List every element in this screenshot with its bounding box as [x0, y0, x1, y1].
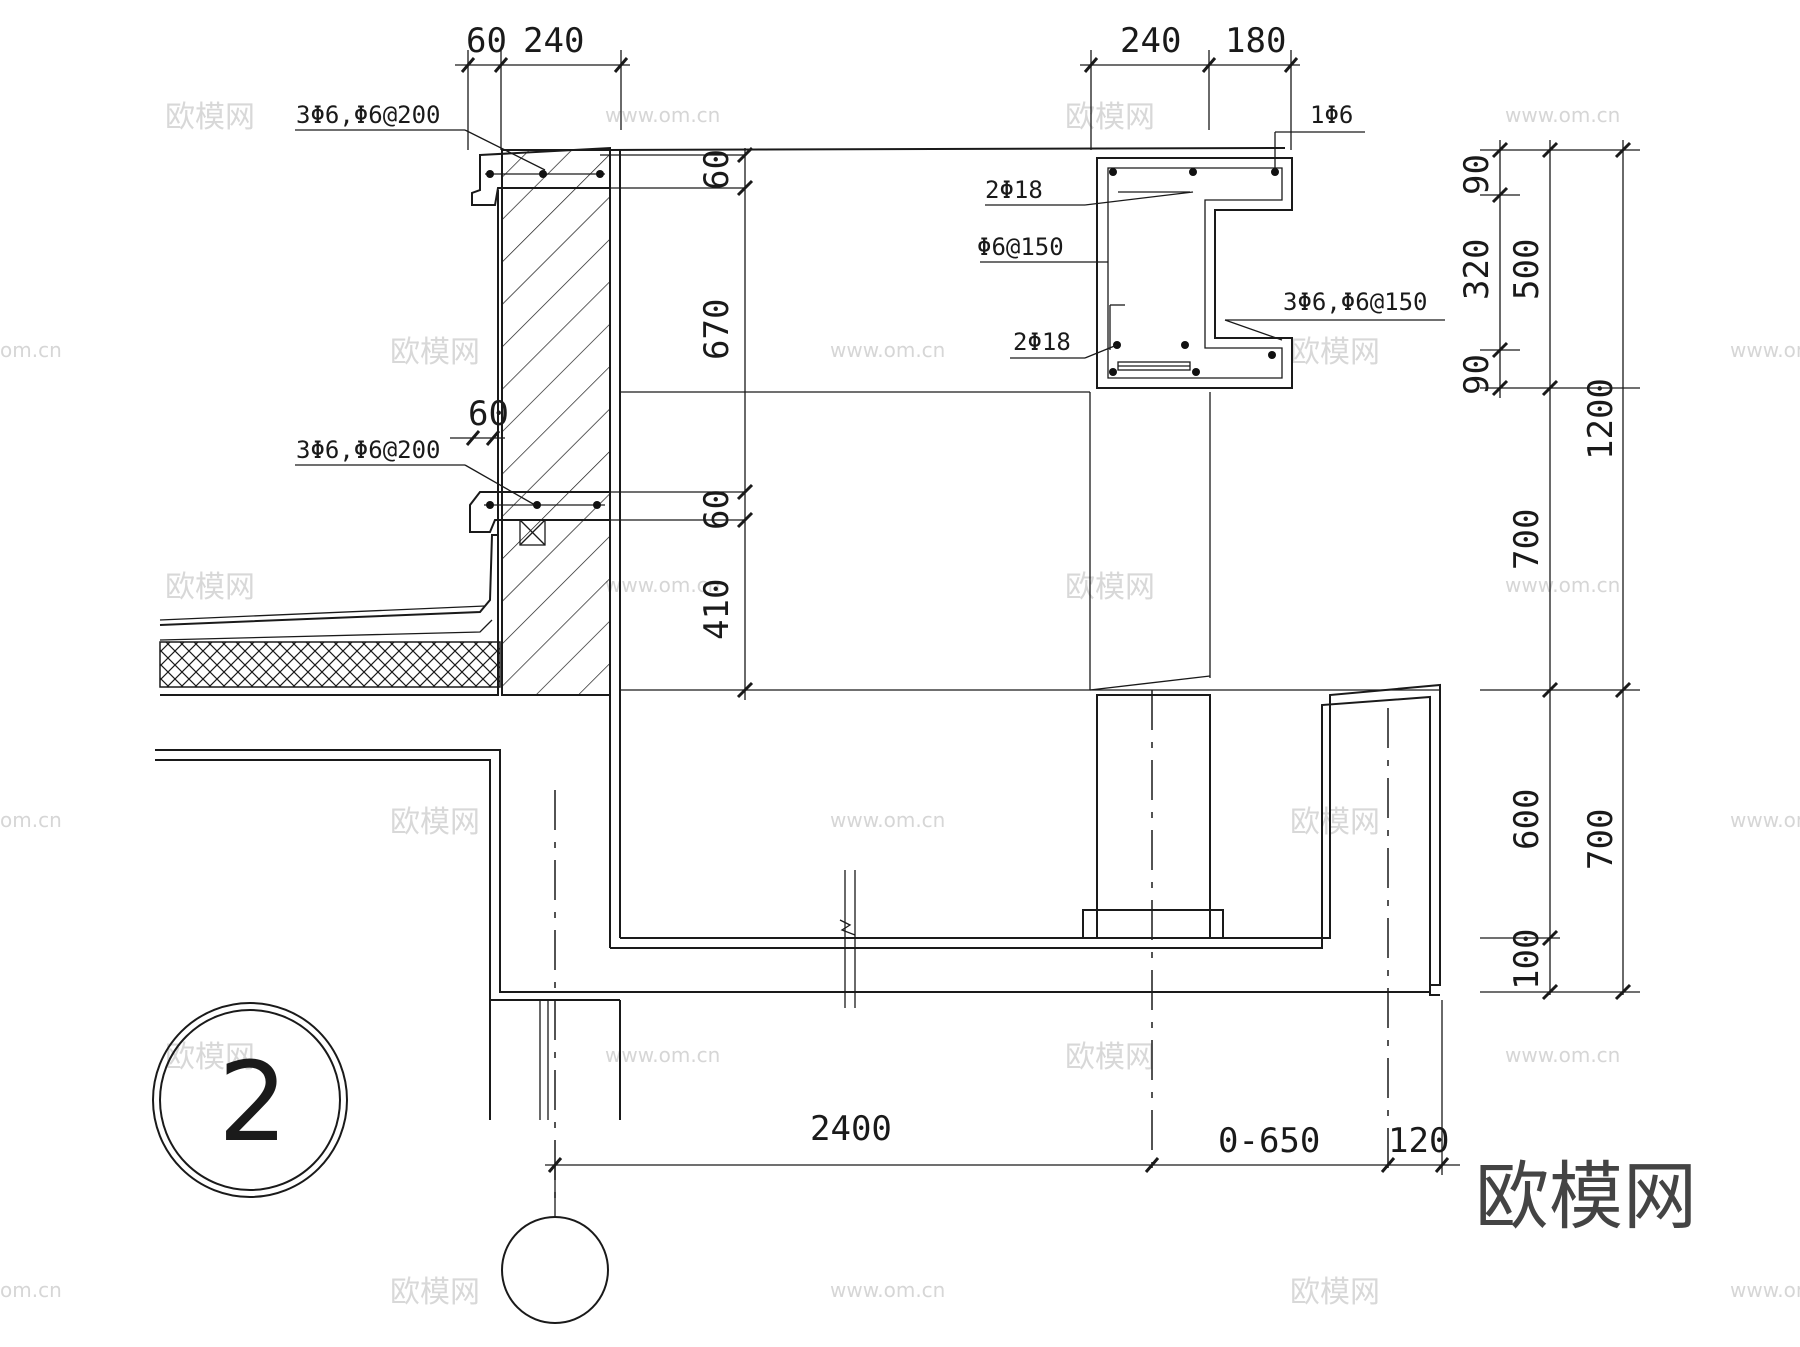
wall-section [497, 149, 611, 696]
watermark-url: www.om.cn [1505, 573, 1620, 597]
brand-logo: 欧模网 [1475, 1154, 1697, 1240]
watermark-url: www.om.cn [1505, 1043, 1620, 1067]
watermark-url: www.om.cn [1505, 103, 1620, 127]
watermark-url: www.om.cn [830, 338, 945, 362]
watermark-brand: 欧模网 [1290, 1275, 1380, 1310]
label-mid-slab-rebar: 3Φ6,Φ6@200 [296, 436, 441, 464]
dim-bottom-0-650: 0-650 [1218, 1121, 1320, 1161]
watermark-url: om.cn [0, 338, 62, 362]
watermark-brand: 欧模网 [390, 805, 480, 840]
center-lines [554, 690, 1389, 1200]
main-outline [155, 147, 1441, 1120]
detail-reference-number: 2 [218, 1038, 288, 1166]
roof-layers [159, 534, 501, 696]
dim-inner-670: 670 [697, 299, 737, 360]
label-top-slab-rebar: 3Φ6,Φ6@200 [296, 101, 441, 129]
dim-inner-410: 410 [697, 579, 737, 640]
watermark-url: www.om.cn [605, 103, 720, 127]
watermark-url: www.om.cn [830, 1278, 945, 1302]
dim-top-240: 240 [523, 21, 584, 61]
dim-inner-60-a: 60 [697, 149, 737, 190]
dim-right-90-top: 90 [1457, 154, 1497, 195]
watermark-brand: 欧模网 [165, 570, 255, 605]
label-beam-stirrup: Φ6@150 [977, 233, 1064, 261]
watermark-brand: 欧模网 [165, 1040, 255, 1075]
watermark-brand: 欧模网 [165, 100, 255, 135]
dim-right-100: 100 [1507, 929, 1547, 990]
watermark-url: om.cn [0, 1278, 62, 1302]
watermark-url: www.om.cn [1730, 1278, 1800, 1302]
dim-top-60: 60 [466, 21, 507, 61]
label-beam-side-rebar: 3Φ6,Φ6@150 [1283, 288, 1428, 316]
watermarks: 欧模网 www.om.cn 欧模网 www.om.cn om.cn 欧模网 ww… [0, 100, 1800, 1310]
label-beam-top-main-bars: 2Φ18 [985, 176, 1043, 204]
watermark-url: www.om.cn [1730, 808, 1800, 832]
top-dimensions: 60 240 240 180 [455, 21, 1300, 150]
watermark-brand: 欧模网 [390, 1275, 480, 1310]
inner-vertical-dimensions: 60 670 60 410 [600, 146, 754, 700]
dim-bottom-2400: 2400 [810, 1109, 892, 1149]
dim-top-240-right: 240 [1120, 21, 1181, 61]
dim-right-700-b: 700 [1581, 809, 1621, 870]
dim-inner-60-b: 60 [697, 489, 737, 530]
watermark-url: www.om.cn [1730, 338, 1800, 362]
watermark-url: om.cn [0, 808, 62, 832]
axis-bubble [501, 1216, 609, 1324]
label-beam-bottom-main-bars: 2Φ18 [1013, 328, 1071, 356]
dim-right-700-a: 700 [1507, 509, 1547, 570]
label-beam-top-rebar: 1Φ6 [1310, 101, 1353, 129]
wall-60-dimension: 60 [450, 394, 509, 446]
watermark-brand: 欧模网 [1290, 335, 1380, 370]
right-dimensions: 90 320 90 500 700 600 100 1200 700 [1457, 140, 1640, 1001]
dim-right-1200: 1200 [1581, 378, 1621, 460]
watermark-brand: 欧模网 [1065, 570, 1155, 605]
watermark-url: www.om.cn [605, 1043, 720, 1067]
dim-right-500: 500 [1507, 239, 1547, 300]
watermark-brand: 欧模网 [390, 335, 480, 370]
detail-reference: 2 [152, 1002, 348, 1198]
watermark-brand: 欧模网 [1065, 1040, 1155, 1075]
watermark-url: www.om.cn [830, 808, 945, 832]
watermark-brand: 欧模网 [1065, 100, 1155, 135]
bottom-dimensions: 2400 0-650 120 [545, 1000, 1460, 1175]
dim-bottom-120: 120 [1388, 1121, 1449, 1161]
dim-right-600: 600 [1507, 789, 1547, 850]
mid-slab [469, 491, 611, 533]
dim-right-320: 320 [1457, 239, 1497, 300]
dim-top-180: 180 [1225, 21, 1286, 61]
beam-section [1096, 157, 1293, 389]
watermark-url: www.om.cn [605, 573, 720, 597]
rebar-annotations: 3Φ6,Φ6@200 3Φ6,Φ6@200 1Φ6 2Φ18 Φ6@150 3Φ… [295, 101, 1445, 506]
watermark-brand: 欧模网 [1290, 805, 1380, 840]
dim-wall-60: 60 [468, 394, 509, 434]
dim-right-90-bottom: 90 [1457, 354, 1497, 395]
